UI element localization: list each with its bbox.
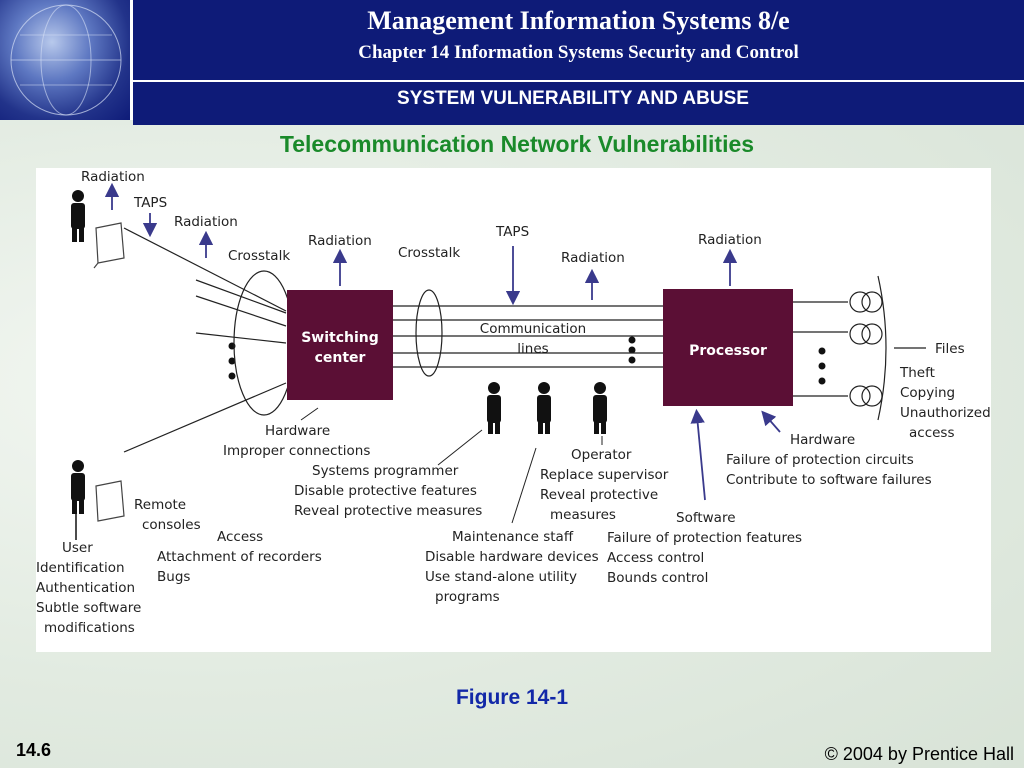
- svg-text:Bounds control: Bounds control: [607, 570, 708, 586]
- svg-text:TAPS: TAPS: [495, 224, 529, 240]
- svg-text:Communication: Communication: [480, 321, 586, 337]
- diagram-labels: Radiation TAPS Radiation Crosstalk Radia…: [36, 169, 991, 636]
- svg-text:Contribute to software failure: Contribute to software failures: [726, 472, 932, 488]
- section-bar: [133, 80, 1024, 125]
- svg-text:Reveal protective measures: Reveal protective measures: [294, 503, 482, 519]
- terminal-top-icon: [93, 222, 125, 269]
- vulnerabilities-diagram: Switching center Processor: [36, 168, 991, 652]
- svg-text:Failure of protection features: Failure of protection features: [607, 530, 802, 546]
- person-bottom-icon: [71, 460, 85, 540]
- svg-text:Remote: Remote: [134, 497, 186, 513]
- svg-text:Identification: Identification: [36, 560, 125, 576]
- crosstalk-ellipse-mid: [415, 289, 443, 377]
- svg-text:Hardware: Hardware: [265, 423, 330, 439]
- svg-text:Copying: Copying: [900, 385, 955, 401]
- svg-text:Bugs: Bugs: [157, 569, 190, 585]
- slide-number: 14.6: [16, 740, 52, 760]
- svg-text:Processor: Processor: [689, 343, 767, 359]
- svg-text:Operator: Operator: [571, 447, 632, 463]
- svg-text:Subtle software: Subtle software: [36, 600, 141, 616]
- svg-text:TAPS: TAPS: [133, 195, 167, 211]
- figure-caption: Figure 14-1: [455, 686, 569, 709]
- slide-heading: Telecommunication Network Vulnerabilitie…: [279, 131, 755, 157]
- svg-text:Authentication: Authentication: [36, 580, 135, 596]
- svg-text:Theft: Theft: [899, 365, 935, 381]
- copyright-notice: © 2004 by Prentice Hall: [824, 744, 1014, 764]
- svg-text:User: User: [62, 540, 93, 556]
- svg-text:Hardware: Hardware: [790, 432, 855, 448]
- svg-text:Reveal protective: Reveal protective: [540, 487, 658, 503]
- svg-text:Radiation: Radiation: [81, 169, 145, 185]
- svg-text:consoles: consoles: [142, 517, 201, 533]
- svg-text:Improper connections: Improper connections: [223, 443, 370, 459]
- course-title: Management Information Systems 8/e: [367, 6, 790, 35]
- svg-text:Radiation: Radiation: [561, 250, 625, 266]
- svg-text:Disable hardware devices: Disable hardware devices: [425, 549, 599, 565]
- svg-text:Disable protective features: Disable protective features: [294, 483, 477, 499]
- svg-text:Systems programmer: Systems programmer: [312, 463, 459, 479]
- communication-lines: [354, 305, 663, 368]
- svg-text:Switching: Switching: [301, 330, 379, 346]
- processor-box: Processor: [663, 289, 793, 406]
- person-top-icon: [71, 190, 85, 242]
- svg-text:Software: Software: [676, 510, 736, 526]
- staff-people-icons: [487, 382, 607, 434]
- svg-text:Use stand-alone utility: Use stand-alone utility: [425, 569, 577, 585]
- svg-text:Maintenance staff: Maintenance staff: [452, 529, 574, 545]
- svg-text:Access control: Access control: [607, 550, 704, 566]
- svg-text:Unauthorized: Unauthorized: [900, 405, 991, 421]
- svg-text:Files: Files: [935, 341, 965, 357]
- svg-text:programs: programs: [435, 589, 500, 605]
- globe-logo-icon: [0, 0, 133, 120]
- switching-center-box: Switching center: [287, 290, 393, 400]
- svg-text:center: center: [315, 350, 366, 366]
- terminal-bottom-icon: [95, 480, 125, 522]
- svg-text:Crosstalk: Crosstalk: [398, 245, 460, 261]
- pointer-lines: [300, 407, 603, 524]
- arrows: [104, 182, 781, 501]
- svg-text:Radiation: Radiation: [174, 214, 238, 230]
- svg-text:Access: Access: [217, 529, 263, 545]
- svg-text:Radiation: Radiation: [308, 233, 372, 249]
- svg-text:Crosstalk: Crosstalk: [228, 248, 290, 264]
- chapter-title: Chapter 14 Information Systems Security …: [358, 42, 799, 63]
- section-title: SYSTEM VULNERABILITY AND ABUSE: [397, 88, 749, 109]
- svg-text:Attachment of recorders: Attachment of recorders: [157, 549, 322, 565]
- header-bar: [0, 0, 1024, 80]
- svg-text:Failure of protection circuits: Failure of protection circuits: [726, 452, 914, 468]
- svg-text:Replace supervisor: Replace supervisor: [540, 467, 669, 483]
- svg-text:measures: measures: [550, 507, 616, 523]
- svg-text:modifications: modifications: [44, 620, 135, 636]
- svg-text:access: access: [909, 425, 955, 441]
- file-lines: [793, 275, 926, 421]
- terminal-lines: [123, 227, 287, 453]
- svg-text:Radiation: Radiation: [698, 232, 762, 248]
- svg-text:lines: lines: [517, 341, 548, 357]
